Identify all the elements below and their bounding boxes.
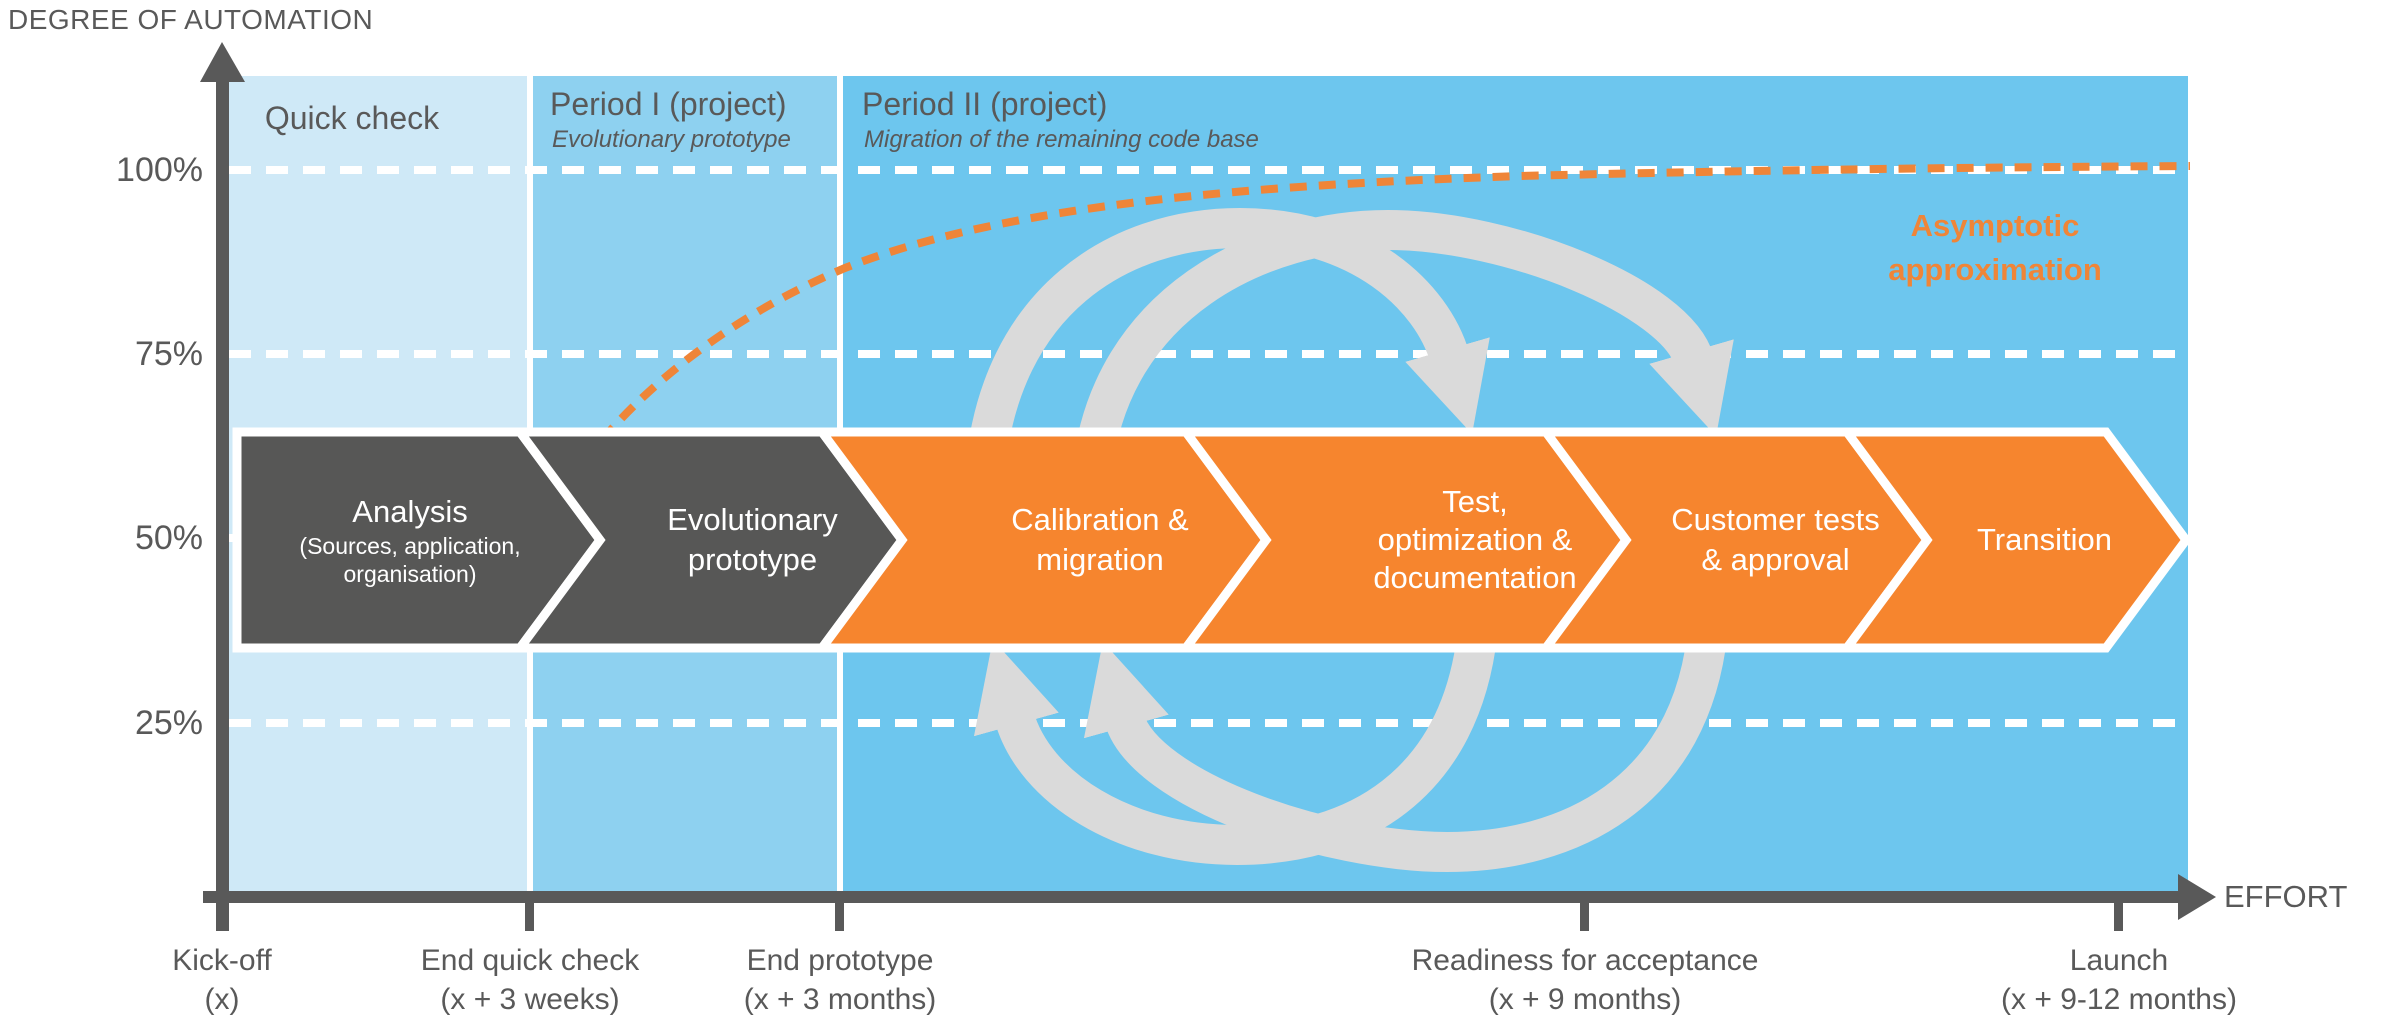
period-title-2: Period II (project) [862,86,1108,122]
phase-label-line: migration [1036,542,1164,577]
phase-label-line: organisation) [343,561,477,587]
iteration-arrow-upper-2 [1072,209,1734,475]
x-tick-end-prototype [835,903,844,931]
phase-label-customer-tests: Customer tests & approval [1633,432,1918,648]
x-tick-line: (x + 3 weeks) [440,983,620,1016]
y-tick-label-75: 75% [134,335,203,373]
x-tick-label-readiness: Readiness for acceptance (x + 9 months) [1365,941,1805,1019]
phase-label-line: Analysis [352,494,468,529]
x-tick-line: (x) [204,983,240,1016]
x-tick-line: Launch [2069,944,2169,977]
phase-label-line: Evolutionary [667,502,838,537]
period-title-1: Period I (project) [550,86,787,122]
iteration-arrow-lower-2 [1084,625,1728,873]
phase-label-evolutionary-prototype: Evolutionary prototype [625,432,880,648]
x-axis-arrow-icon [2178,874,2216,920]
y-tick-label-50: 50% [134,519,203,557]
phase-label-line: optimization & [1377,522,1573,557]
y-axis-line [216,66,229,931]
x-tick-label-launch: Launch (x + 9-12 months) [1899,941,2339,1019]
x-tick-line: End prototype [746,944,934,977]
y-axis-arrow-icon [200,42,245,82]
phase-chevron-transition [1838,427,2192,653]
phase-label-line: & approval [1701,542,1850,577]
phase-label-line: prototype [687,542,818,577]
phase-label-line: documentation [1373,560,1577,595]
x-tick-line: (x + 9 months) [1488,983,1682,1016]
period-subtitle-2: Migration of the remaining code base [864,126,1259,153]
phase-label-test-optimization: Test, optimization & documentation [1320,432,1630,648]
asymptotic-curve [598,162,2191,443]
x-tick-label-kickoff: Kick-off (x) [2,941,442,1019]
period-subtitle-1: Evolutionary prototype [552,126,791,153]
phase-label-transition: Transition [1937,432,2152,648]
phase-label-line: (Sources, application, [299,533,521,559]
annotation-line: approximation [1888,252,2102,287]
phase-label-analysis: Analysis (Sources, application, organisa… [255,432,565,648]
y-tick-label-25: 25% [134,704,203,742]
x-tick-end-quick-check [525,903,534,931]
x-tick-line: Readiness for acceptance [1411,944,1759,977]
phase-label-line: Calibration & [1011,502,1189,537]
iteration-arrow-lower-1 [973,625,1498,866]
period-title-quick-check: Quick check [264,100,440,136]
x-tick-line: (x + 3 months) [743,983,937,1016]
x-tick-line: (x + 9-12 months) [2001,983,2237,1016]
y-axis-title: DEGREE OF AUTOMATION [8,4,374,35]
x-tick-line: End quick check [420,944,640,977]
phase-label-calibration-migration: Calibration & migration [945,432,1255,648]
x-axis-line [203,891,2180,903]
asymptotic-annotation: Asymptotic approximation [1800,204,2190,292]
phase-label-line: Transition [1977,522,2112,557]
x-axis-title: EFFORT [2224,879,2348,914]
x-tick-line: Kick-off [172,944,272,977]
phase-label-line: Test, [1442,484,1508,519]
iteration-arrow-upper-1 [965,207,1490,474]
x-tick-readiness [1580,903,1589,931]
y-tick-label-100: 100% [116,151,203,189]
x-tick-label-end-quick-check: End quick check (x + 3 weeks) [310,941,750,1019]
x-tick-launch [2114,903,2123,931]
annotation-line: Asymptotic [1910,208,2080,243]
x-tick-label-end-prototype: End prototype (x + 3 months) [620,941,1060,1019]
phase-label-line: Customer tests [1671,502,1880,537]
